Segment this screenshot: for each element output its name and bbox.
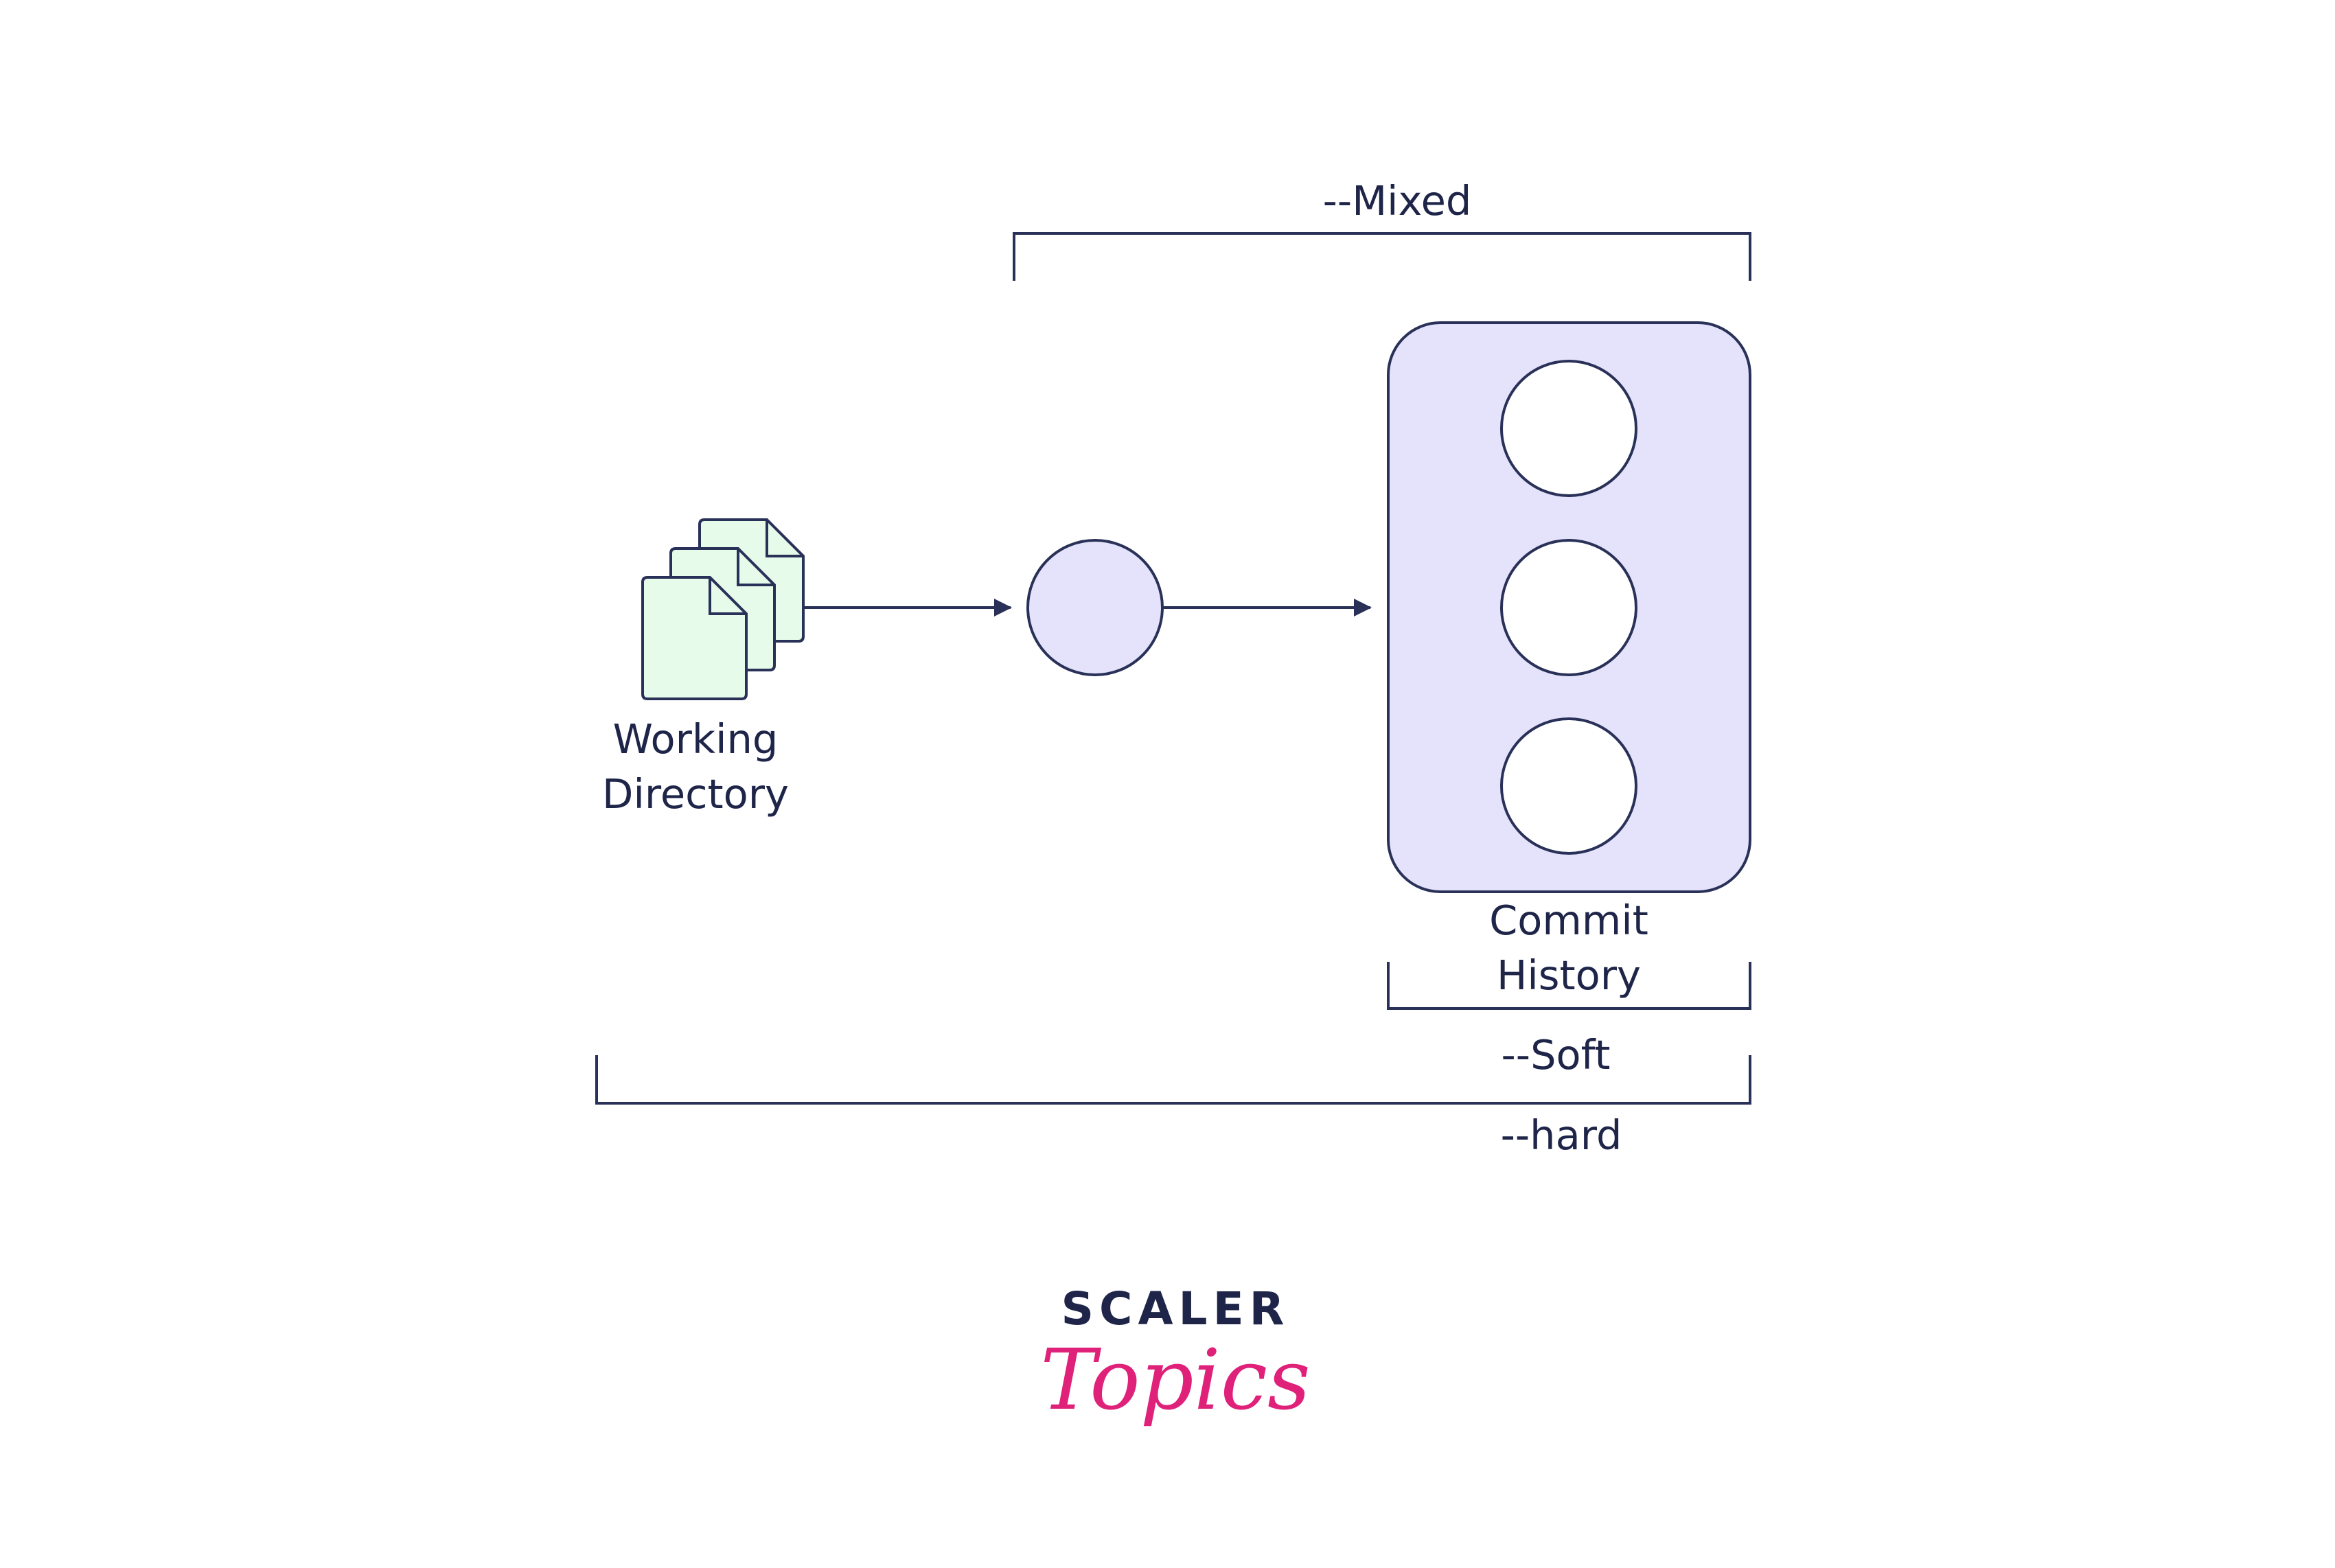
working-directory-label-line1: Working — [613, 715, 779, 763]
scaler-topics-logo: SCALER Topics — [1040, 1282, 1310, 1429]
hard-bracket — [595, 1055, 1751, 1105]
hard-label: --hard — [1501, 1111, 1622, 1159]
mixed-label: --Mixed — [1323, 177, 1472, 224]
staging-area-circle — [1026, 539, 1164, 676]
working-directory-label-line2: Directory — [602, 770, 789, 818]
commit-circle-2 — [1500, 539, 1637, 676]
commit-history-label-line1: Commit — [1489, 897, 1648, 944]
soft-label: --Soft — [1502, 1031, 1611, 1079]
working-directory-files-icon — [641, 518, 805, 700]
commit-history-label-line2: History — [1497, 952, 1641, 999]
logo-topics-text: Topics — [1040, 1331, 1310, 1429]
logo-scaler-text: SCALER — [1061, 1282, 1289, 1335]
commit-circle-1 — [1500, 360, 1637, 497]
commit-circle-3 — [1500, 717, 1637, 855]
mixed-bracket — [1013, 232, 1751, 281]
soft-bracket — [1387, 962, 1751, 1010]
